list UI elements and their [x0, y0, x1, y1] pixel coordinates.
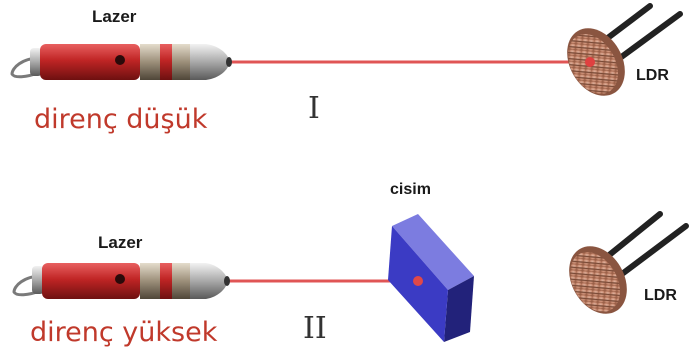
resistance-low-text: direnç düşük — [34, 104, 208, 135]
laser-pointer-top-icon — [10, 44, 232, 80]
ldr-label-bottom: LDR — [644, 287, 677, 304]
panel-numeral-two: II — [303, 311, 327, 346]
object-block-icon — [388, 214, 474, 342]
ldr-sensor-bottom-icon — [569, 211, 689, 314]
resistance-high-text: direnç yüksek — [30, 317, 218, 348]
laser-pointer-bottom-icon — [12, 263, 230, 299]
laser-label-top: Lazer — [92, 7, 137, 26]
object-label: cisim — [390, 181, 431, 198]
ldr-sensor-top-icon — [567, 3, 683, 96]
ldr-label-top: LDR — [636, 67, 669, 84]
panel-numeral-one: I — [308, 91, 320, 126]
laser-label-bottom: Lazer — [98, 233, 143, 252]
